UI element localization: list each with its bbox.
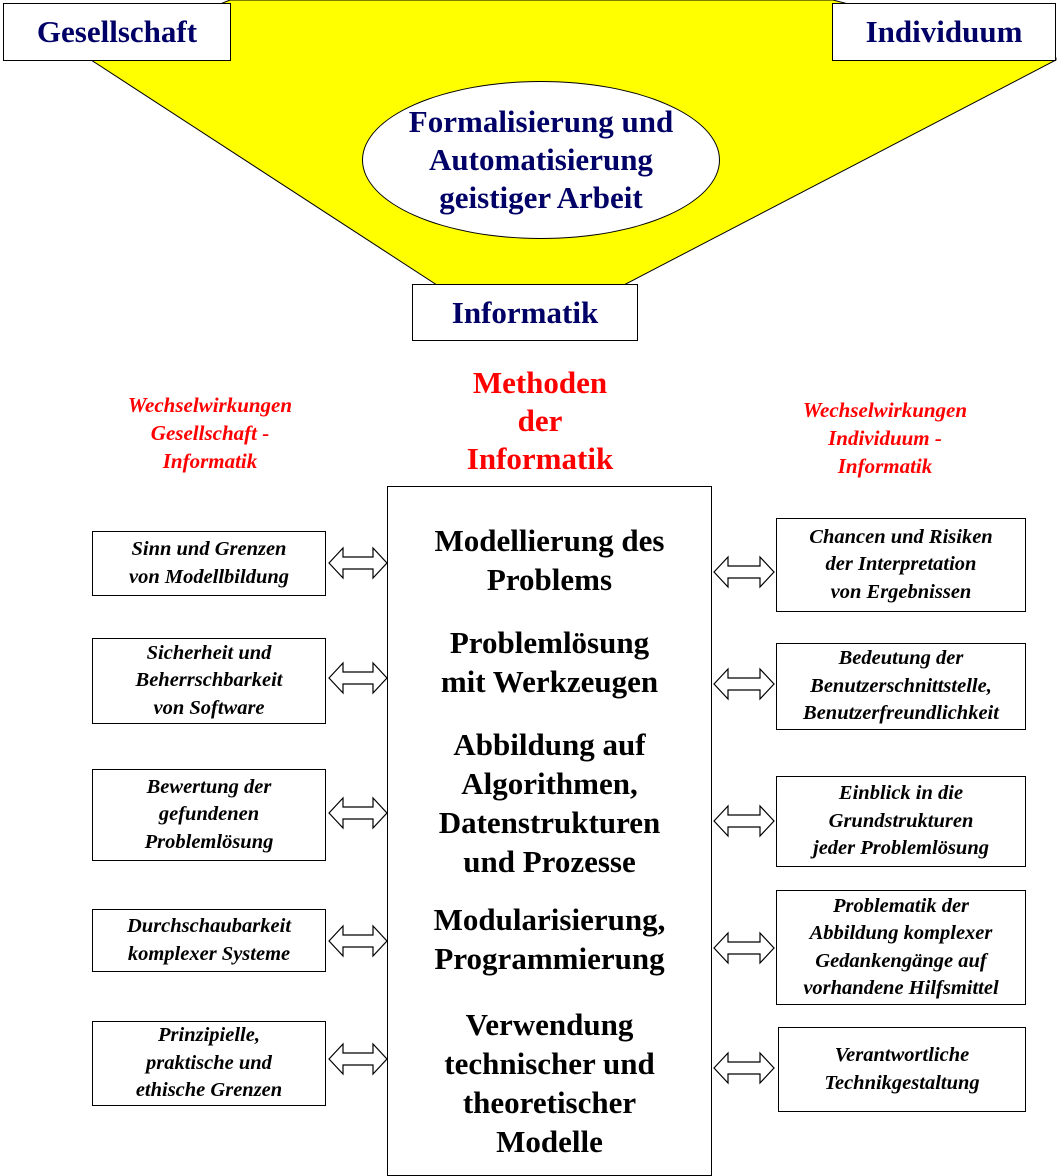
left-item-4: Durchschaubarkeit komplexer Systeme <box>126 915 292 965</box>
right-box-1: Chancen und Risiken der Interpretation v… <box>776 518 1026 612</box>
method-abbildung: Abbildung auf Algorithmen, Datenstruktur… <box>438 727 661 879</box>
double-arrow-left-3 <box>328 796 388 830</box>
double-arrow-right-5 <box>713 1051 775 1085</box>
center-heading: Methoden der Informatik <box>466 365 614 476</box>
right-item-1: Chancen und Risiken der Interpretation v… <box>809 525 993 603</box>
informatik-box: Informatik <box>412 284 638 341</box>
right-item-4: Problematik der Abbildung komplexer Geda… <box>803 894 999 1000</box>
double-arrow-right-4 <box>713 931 775 965</box>
left-box-2: Sicherheit und Beherrschbarkeit von Soft… <box>92 638 326 724</box>
double-arrow-left-1 <box>328 546 388 580</box>
double-arrow-left-4 <box>328 924 388 958</box>
ellipse-text: Formalisierung und Automatisierung geist… <box>408 104 674 215</box>
left-box-4: Durchschaubarkeit komplexer Systeme <box>92 909 326 972</box>
left-item-1: Sinn und Grenzen von Modellbildung <box>128 538 290 588</box>
left-box-3: Bewertung der gefundenen Problemlösung <box>92 769 326 861</box>
left-box-1: Sinn und Grenzen von Modellbildung <box>92 531 326 596</box>
right-box-2: Bedeutung der Benutzerschnittstelle, Ben… <box>776 643 1026 730</box>
right-box-4: Problematik der Abbildung komplexer Geda… <box>776 890 1026 1005</box>
individuum-label: Individuum <box>865 14 1023 49</box>
left-item-2: Sicherheit und Beherrschbarkeit von Soft… <box>135 641 283 719</box>
double-arrow-right-3 <box>713 804 775 838</box>
right-heading: Wechselwirkungen Individuum - Informatik <box>802 398 968 478</box>
right-item-3: Einblick in die Grundstrukturen jeder Pr… <box>813 782 989 860</box>
left-box-5: Prinzipielle, praktische und ethische Gr… <box>92 1021 326 1106</box>
gesellschaft-box: Gesellschaft <box>3 3 231 61</box>
right-box-3: Einblick in die Grundstrukturen jeder Pr… <box>776 776 1026 867</box>
method-problemloesung: Problemlösung mit Werkzeugen <box>440 625 659 699</box>
left-item-5: Prinzipielle, praktische und ethische Gr… <box>135 1024 283 1102</box>
methods-box: Modellierung des Problems Problemlösung … <box>387 486 712 1176</box>
gesellschaft-label: Gesellschaft <box>36 14 198 49</box>
informatik-label: Informatik <box>451 294 599 330</box>
right-item-2: Bedeutung der Benutzerschnittstelle, Ben… <box>803 647 999 725</box>
double-arrow-right-2 <box>713 667 775 701</box>
method-verwendung: Verwendung technischer und theoretischer… <box>444 1007 655 1159</box>
right-box-5: Verantwortliche Technikgestaltung <box>778 1027 1026 1112</box>
double-arrow-left-5 <box>328 1042 388 1076</box>
left-item-3: Bewertung der gefundenen Problemlösung <box>144 775 274 853</box>
right-item-5: Verantwortliche Technikgestaltung <box>824 1044 980 1094</box>
method-modellierung: Modellierung des Problems <box>434 523 665 597</box>
left-heading: Wechselwirkungen Gesellschaft - Informat… <box>127 393 293 473</box>
formalisierung-ellipse: Formalisierung und Automatisierung geist… <box>362 81 720 239</box>
double-arrow-right-1 <box>713 555 775 589</box>
individuum-box: Individuum <box>832 3 1056 61</box>
double-arrow-left-2 <box>328 661 388 695</box>
method-modularisierung: Modularisierung, Programmierung <box>433 902 666 976</box>
